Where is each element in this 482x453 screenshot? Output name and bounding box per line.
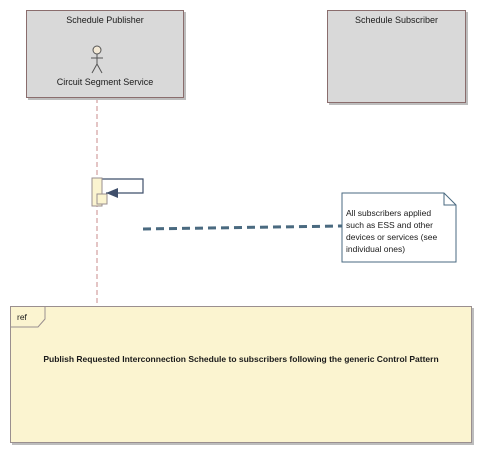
note-line: such as ESS and other <box>346 220 433 230</box>
activation-bar-nested <box>96 193 108 205</box>
note-connector <box>142 224 343 231</box>
subscriber-lifeline-title: Schedule Subscriber <box>354 15 439 25</box>
ref-tag-label: ref <box>17 312 27 322</box>
self-message-arrow <box>101 178 144 194</box>
ref-frame[interactable]: ref Publish Requested Interconnection Sc… <box>10 306 472 443</box>
note-shape <box>341 192 457 263</box>
ref-frame-text: Publish Requested Interconnection Schedu… <box>43 354 439 364</box>
note-fold <box>443 193 456 206</box>
publisher-lifeline[interactable]: Schedule Publisher Circuit Segment Servi… <box>26 10 184 98</box>
note-text: All subscribers applied such as ESS and … <box>346 207 454 255</box>
subscriber-lifeline[interactable]: Schedule Subscriber <box>327 10 466 103</box>
ref-tag-box <box>10 306 46 328</box>
publisher-actor-label: Circuit Segment Service <box>56 77 154 87</box>
note-line: All subscribers applied <box>346 208 432 218</box>
actor-icon <box>91 45 103 74</box>
activation-bar <box>91 177 103 207</box>
note-line: individual ones) <box>346 244 406 254</box>
self-message-arrowhead <box>106 188 118 198</box>
note-line: devices or services (see <box>346 232 438 242</box>
publisher-lifeline-title: Schedule Publisher <box>66 15 144 25</box>
